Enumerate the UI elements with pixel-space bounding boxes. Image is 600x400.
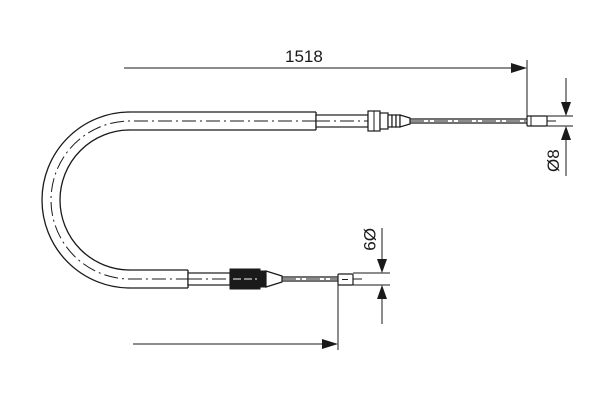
d9-label: Ø9 — [360, 228, 379, 251]
upper-fitting-body — [379, 112, 389, 130]
sheath-outer-edge — [41, 111, 316, 289]
lower-inner-wire — [282, 276, 338, 282]
d8-arrowhead-bottom — [561, 126, 571, 140]
d8-arrowhead-top — [561, 102, 571, 116]
length-arrowhead — [511, 63, 527, 73]
length-dimension: 1518 — [124, 47, 528, 350]
diameter-8-dimension: Ø8 — [544, 78, 573, 176]
lower-length-arrowhead — [322, 339, 338, 349]
length-dimension-label: 1518 — [285, 47, 323, 66]
upper-fitting-grip-1 — [387, 114, 393, 128]
lower-adjuster-ring — [259, 270, 267, 288]
lower-end-nipple — [337, 273, 362, 286]
diameter-9-dimension: Ø9 — [353, 228, 390, 324]
d8-label: Ø8 — [544, 149, 563, 172]
upper-fitting-taper — [399, 114, 411, 128]
cable-sheath — [41, 111, 317, 289]
sheath-inner-edge — [59, 129, 316, 271]
upper-inner-wire — [410, 118, 527, 124]
upper-end-fitting — [315, 110, 411, 132]
d9-arrowhead-top — [377, 259, 387, 273]
upper-end-nipple — [526, 115, 556, 127]
upper-nipple-body — [526, 115, 548, 127]
lower-end-fitting — [187, 268, 283, 290]
lower-adjuster-cone — [265, 270, 283, 288]
d9-arrowhead-bottom — [377, 285, 387, 299]
upper-fitting-grip-2 — [391, 114, 397, 128]
sheath-centerline — [50, 120, 316, 280]
